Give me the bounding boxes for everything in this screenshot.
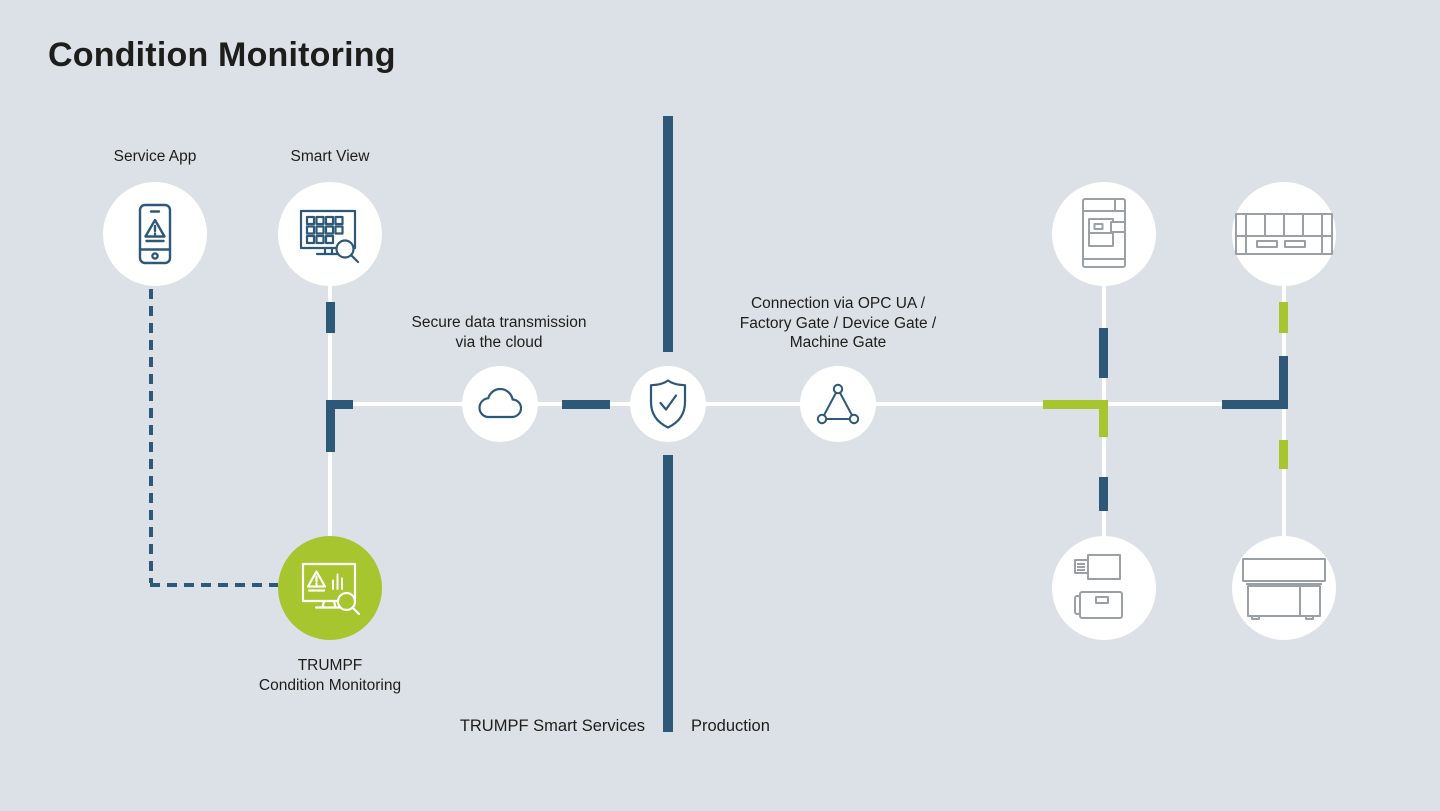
cloud-icon xyxy=(478,387,523,419)
node-cloud xyxy=(462,366,538,442)
zone-divider-top xyxy=(663,116,673,352)
line-machines-right-vertical xyxy=(1282,285,1286,536)
node-smart-view xyxy=(278,182,382,286)
zone-divider-bottom xyxy=(663,455,673,732)
marking-laser-icon xyxy=(1074,554,1123,619)
node-condition-monitoring xyxy=(278,536,382,640)
monitor-grid-search-icon xyxy=(299,209,360,264)
label-service-app: Service App xyxy=(113,148,197,165)
accent-green-elbow-horizontal xyxy=(1043,400,1108,409)
label-gateway: Connection via OPC UA / Factory Gate / D… xyxy=(713,294,963,353)
label-gateway-line1: Connection via OPC UA / xyxy=(750,295,926,312)
label-smart-view: Smart View xyxy=(290,148,370,165)
zone-label-production: Production xyxy=(691,717,770,735)
label-gateway-line2: Factory Gate / Device Gate / xyxy=(739,314,937,332)
accent-green-dash-right-top xyxy=(1279,302,1288,333)
monitor-alert-chart-search-icon xyxy=(301,562,361,616)
node-security xyxy=(630,366,706,442)
label-cloud-line2: via the cloud xyxy=(455,333,543,351)
accent-dash-smartview xyxy=(326,302,335,333)
label-cloud-line1: Secure data transmission xyxy=(411,314,587,331)
node-machine-bottom-left xyxy=(1052,536,1156,640)
label-gateway-line3: Machine Gate xyxy=(789,334,887,351)
bending-machine-icon xyxy=(1235,213,1333,255)
dashed-line-serviceapp-vertical xyxy=(149,289,153,583)
accent-navy-elbow-vertical xyxy=(1279,356,1288,409)
node-machine-top-left xyxy=(1052,182,1156,286)
punch-laser-machine-icon xyxy=(1082,198,1126,268)
laser-cabinet-icon xyxy=(1242,558,1326,620)
accent-green-elbow-vertical xyxy=(1099,400,1108,437)
accent-navy-elbow-horizontal xyxy=(1222,400,1288,409)
accent-dash-left-machine-top xyxy=(1099,328,1108,378)
node-machine-bottom-right xyxy=(1232,536,1336,640)
node-service-app xyxy=(103,182,207,286)
dashed-line-serviceapp-horizontal xyxy=(150,583,278,587)
node-machine-top-right xyxy=(1232,182,1336,286)
accent-dash-left-machine-bottom xyxy=(1099,477,1108,511)
accent-elbow-green-vertical xyxy=(326,400,335,452)
node-gateway xyxy=(800,366,876,442)
zone-label-smart-services: TRUMPF Smart Services xyxy=(459,717,645,735)
network-triangle-icon xyxy=(816,383,860,425)
label-condition-monitoring: TRUMPF Condition Monitoring xyxy=(180,656,480,695)
label-cm-line2: Condition Monitoring xyxy=(258,676,402,694)
accent-green-dash-right-bottom xyxy=(1279,440,1288,469)
phone-alert-icon xyxy=(138,203,172,265)
accent-dash-cloud-shield xyxy=(562,400,610,409)
accent-elbow-green-horizontal xyxy=(326,400,353,409)
shield-check-icon xyxy=(649,379,687,429)
page-title: Condition Monitoring xyxy=(48,36,396,74)
label-cm-line1: TRUMPF xyxy=(297,657,363,674)
label-cloud: Secure data transmission via the cloud xyxy=(374,313,624,352)
